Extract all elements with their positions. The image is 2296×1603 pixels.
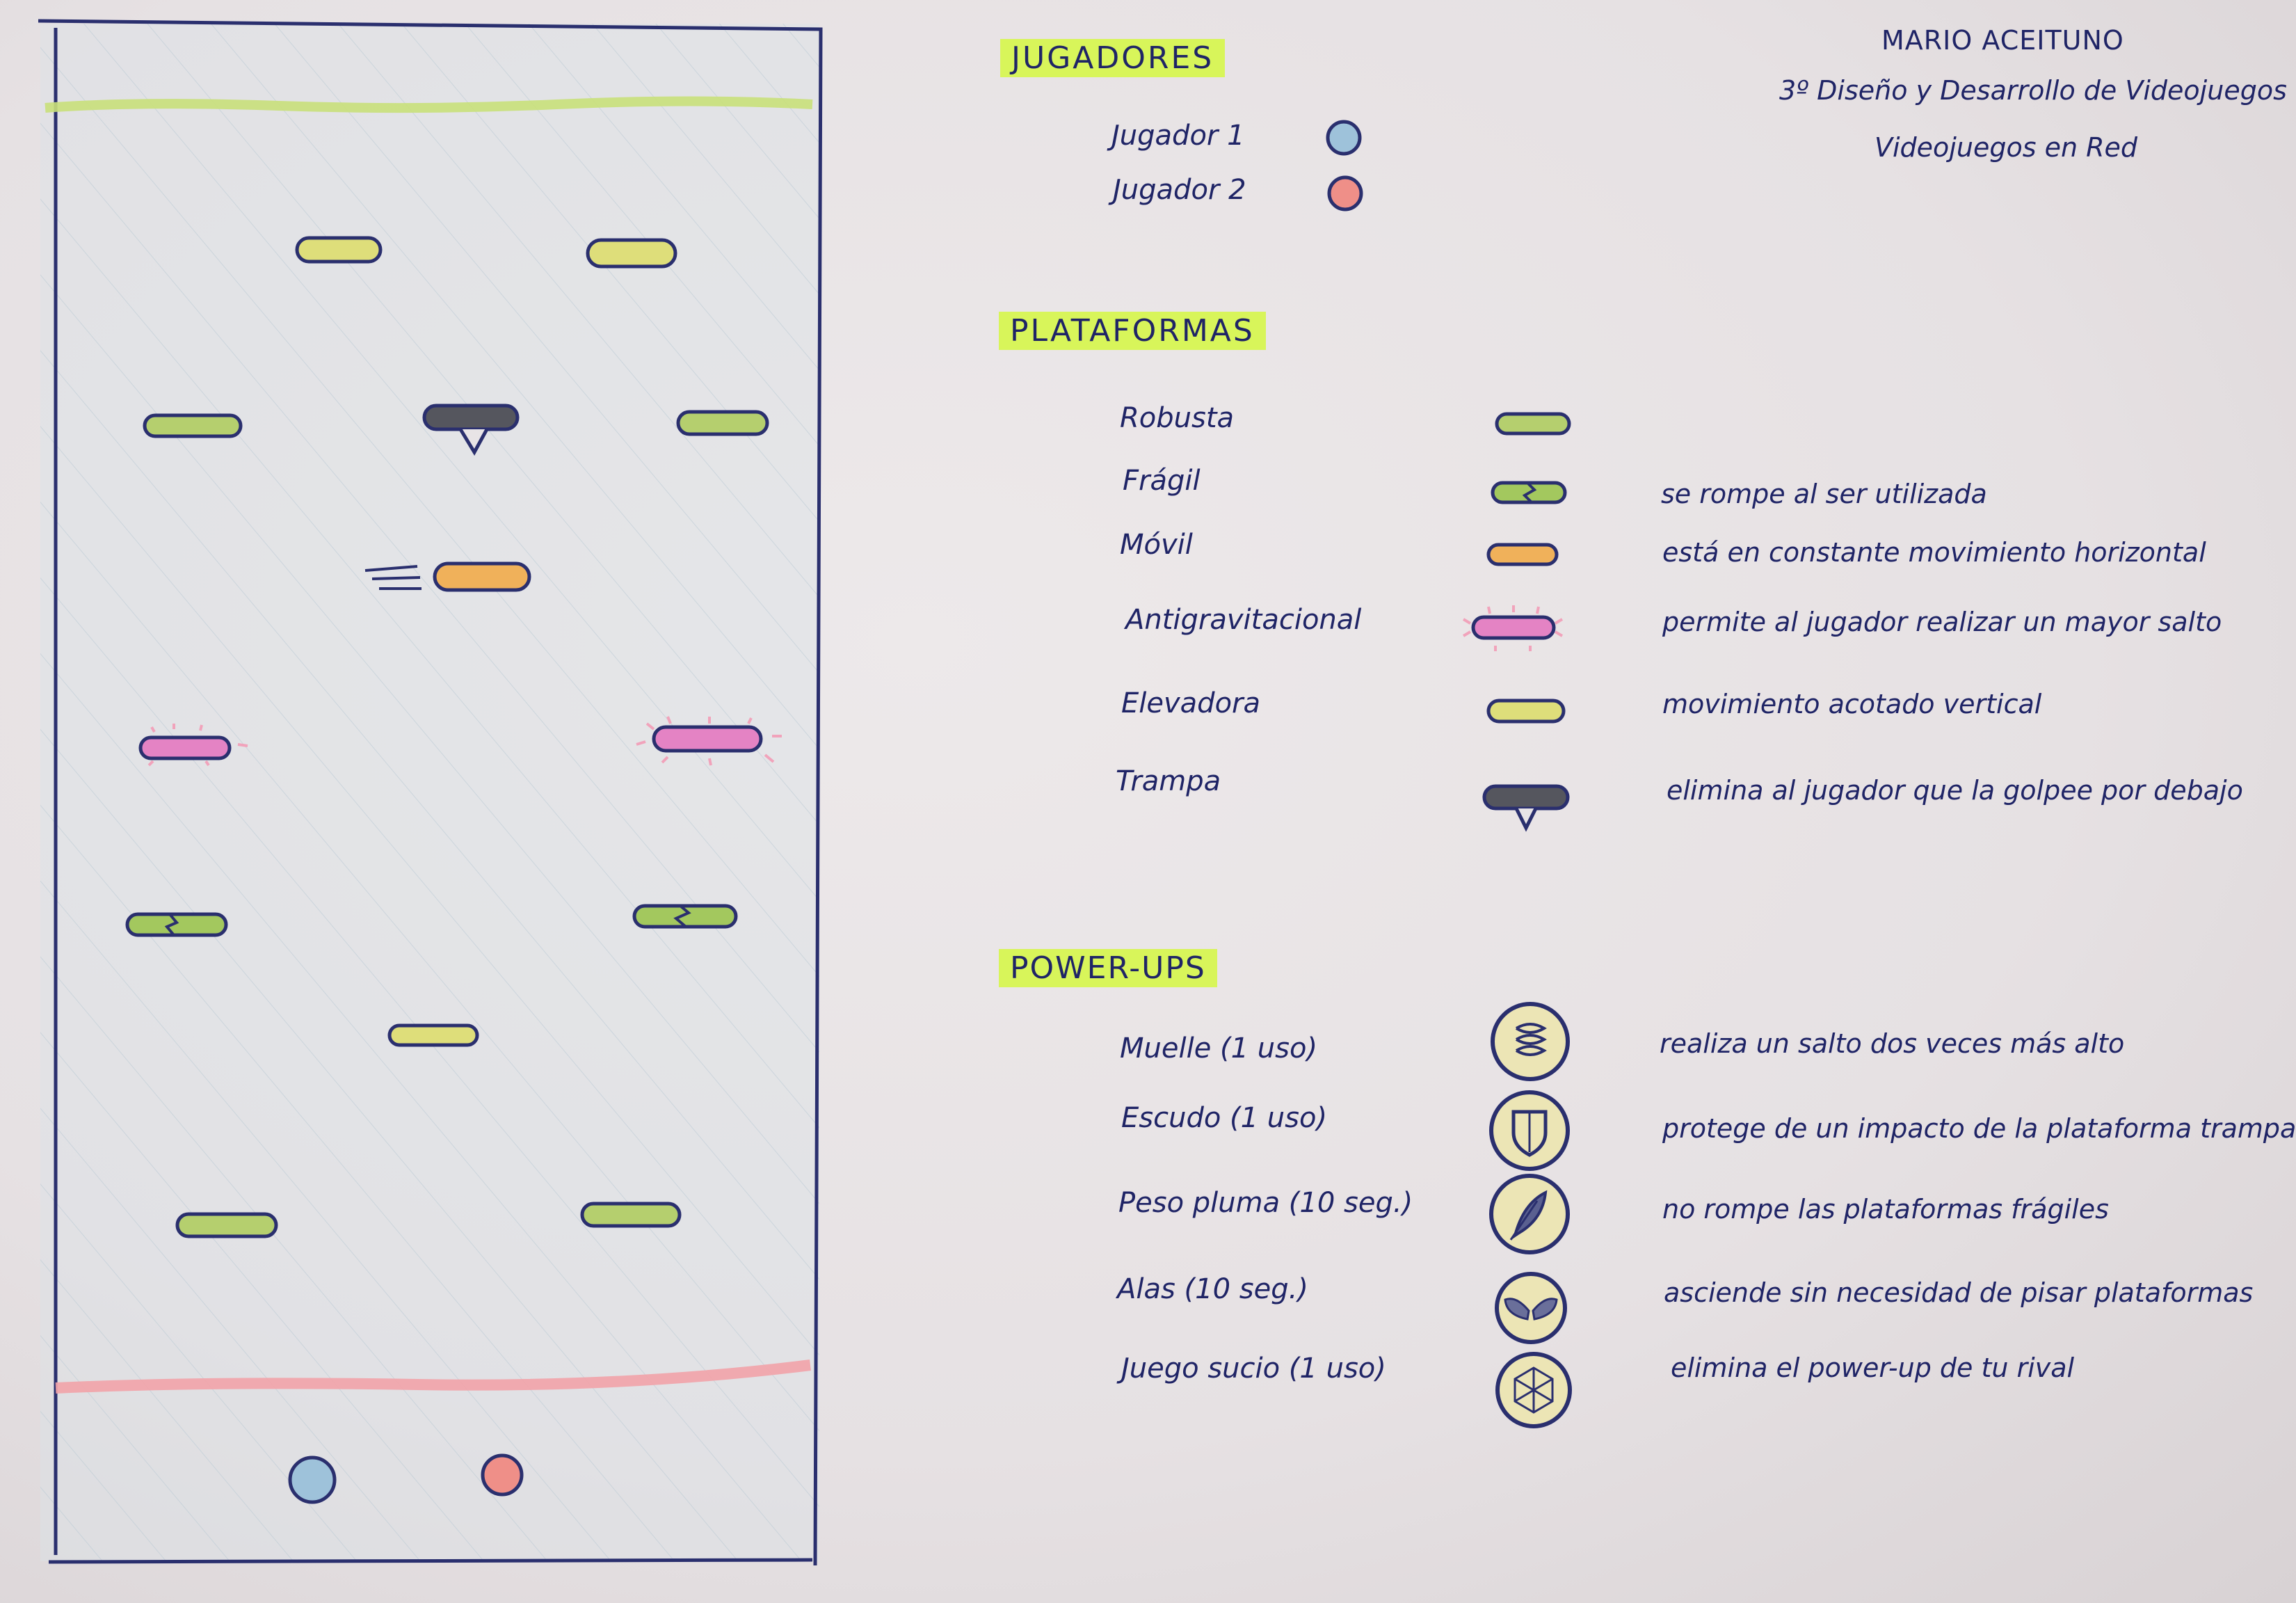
trap-platform-icon [1482,784,1570,832]
sturdy-platform-icon [1495,412,1571,436]
player-2-label: Jugador 2 [1113,174,1246,206]
platform-label-antigravity: Antigravitacional [1125,604,1362,636]
platforms-heading: PLATAFORMAS [999,312,1266,350]
field-player-2 [481,1453,524,1497]
platform-label-fragile: Frágil [1123,465,1201,497]
powerup-desc-shield: protege de un impacto de la plataforma t… [1662,1113,2296,1144]
field-platform-moving [364,561,531,592]
dirty-play-icon [1495,1352,1572,1428]
powerup-desc-dirty-play: elimina el power-up de tu rival [1671,1353,2075,1383]
author-name: MARIO ACEITUNO [1881,25,2124,56]
field-platform-sturdy [143,410,769,1238]
powerup-desc-wings: asciende sin necesidad de pisar platafor… [1664,1277,2254,1308]
elevator-platform-icon [1486,699,1566,724]
player-2-dot [1327,175,1363,212]
players-heading: JUGADORES [1000,39,1226,77]
goal-line [45,96,813,113]
spring-icon [1491,1002,1570,1081]
powerups-heading: POWER-UPS [999,949,1217,987]
fragile-platform-icon [1491,481,1567,504]
field-platform-fragile [125,904,738,937]
field-platform-trap [422,404,520,456]
player-1-label: Jugador 1 [1111,120,1245,152]
antigravity-platform-icon [1462,605,1564,651]
platform-label-moving: Móvil [1120,529,1193,561]
player-1-dot [1326,120,1362,156]
platform-desc-fragile: se rompe al ser utilizada [1661,479,1987,509]
author-course: 3º Diseño y Desarrollo de Videojuegos [1779,75,2287,106]
moving-platform-icon [1486,543,1559,566]
feather-icon [1489,1174,1570,1254]
game-field [38,19,823,1566]
powerup-label-spring: Muelle (1 uso) [1120,1032,1318,1064]
author-subject: Videojuegos en Red [1874,132,2138,163]
platform-desc-trap: elimina al jugador que la golpee por deb… [1667,775,2243,806]
platform-desc-antigravity: permite al jugador realizar un mayor sal… [1662,607,2222,637]
powerup-label-wings: Alas (10 seg.) [1117,1273,1308,1305]
wings-icon [1495,1272,1567,1344]
platform-label-elevator: Elevadora [1121,687,1260,719]
field-platform-antigravity [138,716,782,767]
powerup-label-shield: Escudo (1 uso) [1121,1102,1328,1134]
platform-desc-elevator: movimiento acotado vertical [1662,689,2042,719]
danger-line [55,1359,811,1394]
powerup-desc-feather: no rompe las plataformas frágiles [1662,1194,2109,1225]
platform-label-trap: Trampa [1116,765,1221,797]
powerup-label-dirty-play: Juego sucio (1 uso) [1121,1353,1386,1385]
field-platform-elevator [295,236,677,1047]
field-player-1 [288,1456,337,1504]
platform-desc-moving: está en constante movimiento horizontal [1662,537,2206,568]
powerup-label-feather: Peso pluma (10 seg.) [1118,1187,1413,1219]
powerup-desc-spring: realiza un salto dos veces más alto [1660,1028,2125,1059]
platform-label-sturdy: Robusta [1120,402,1235,434]
shield-icon [1489,1090,1570,1171]
